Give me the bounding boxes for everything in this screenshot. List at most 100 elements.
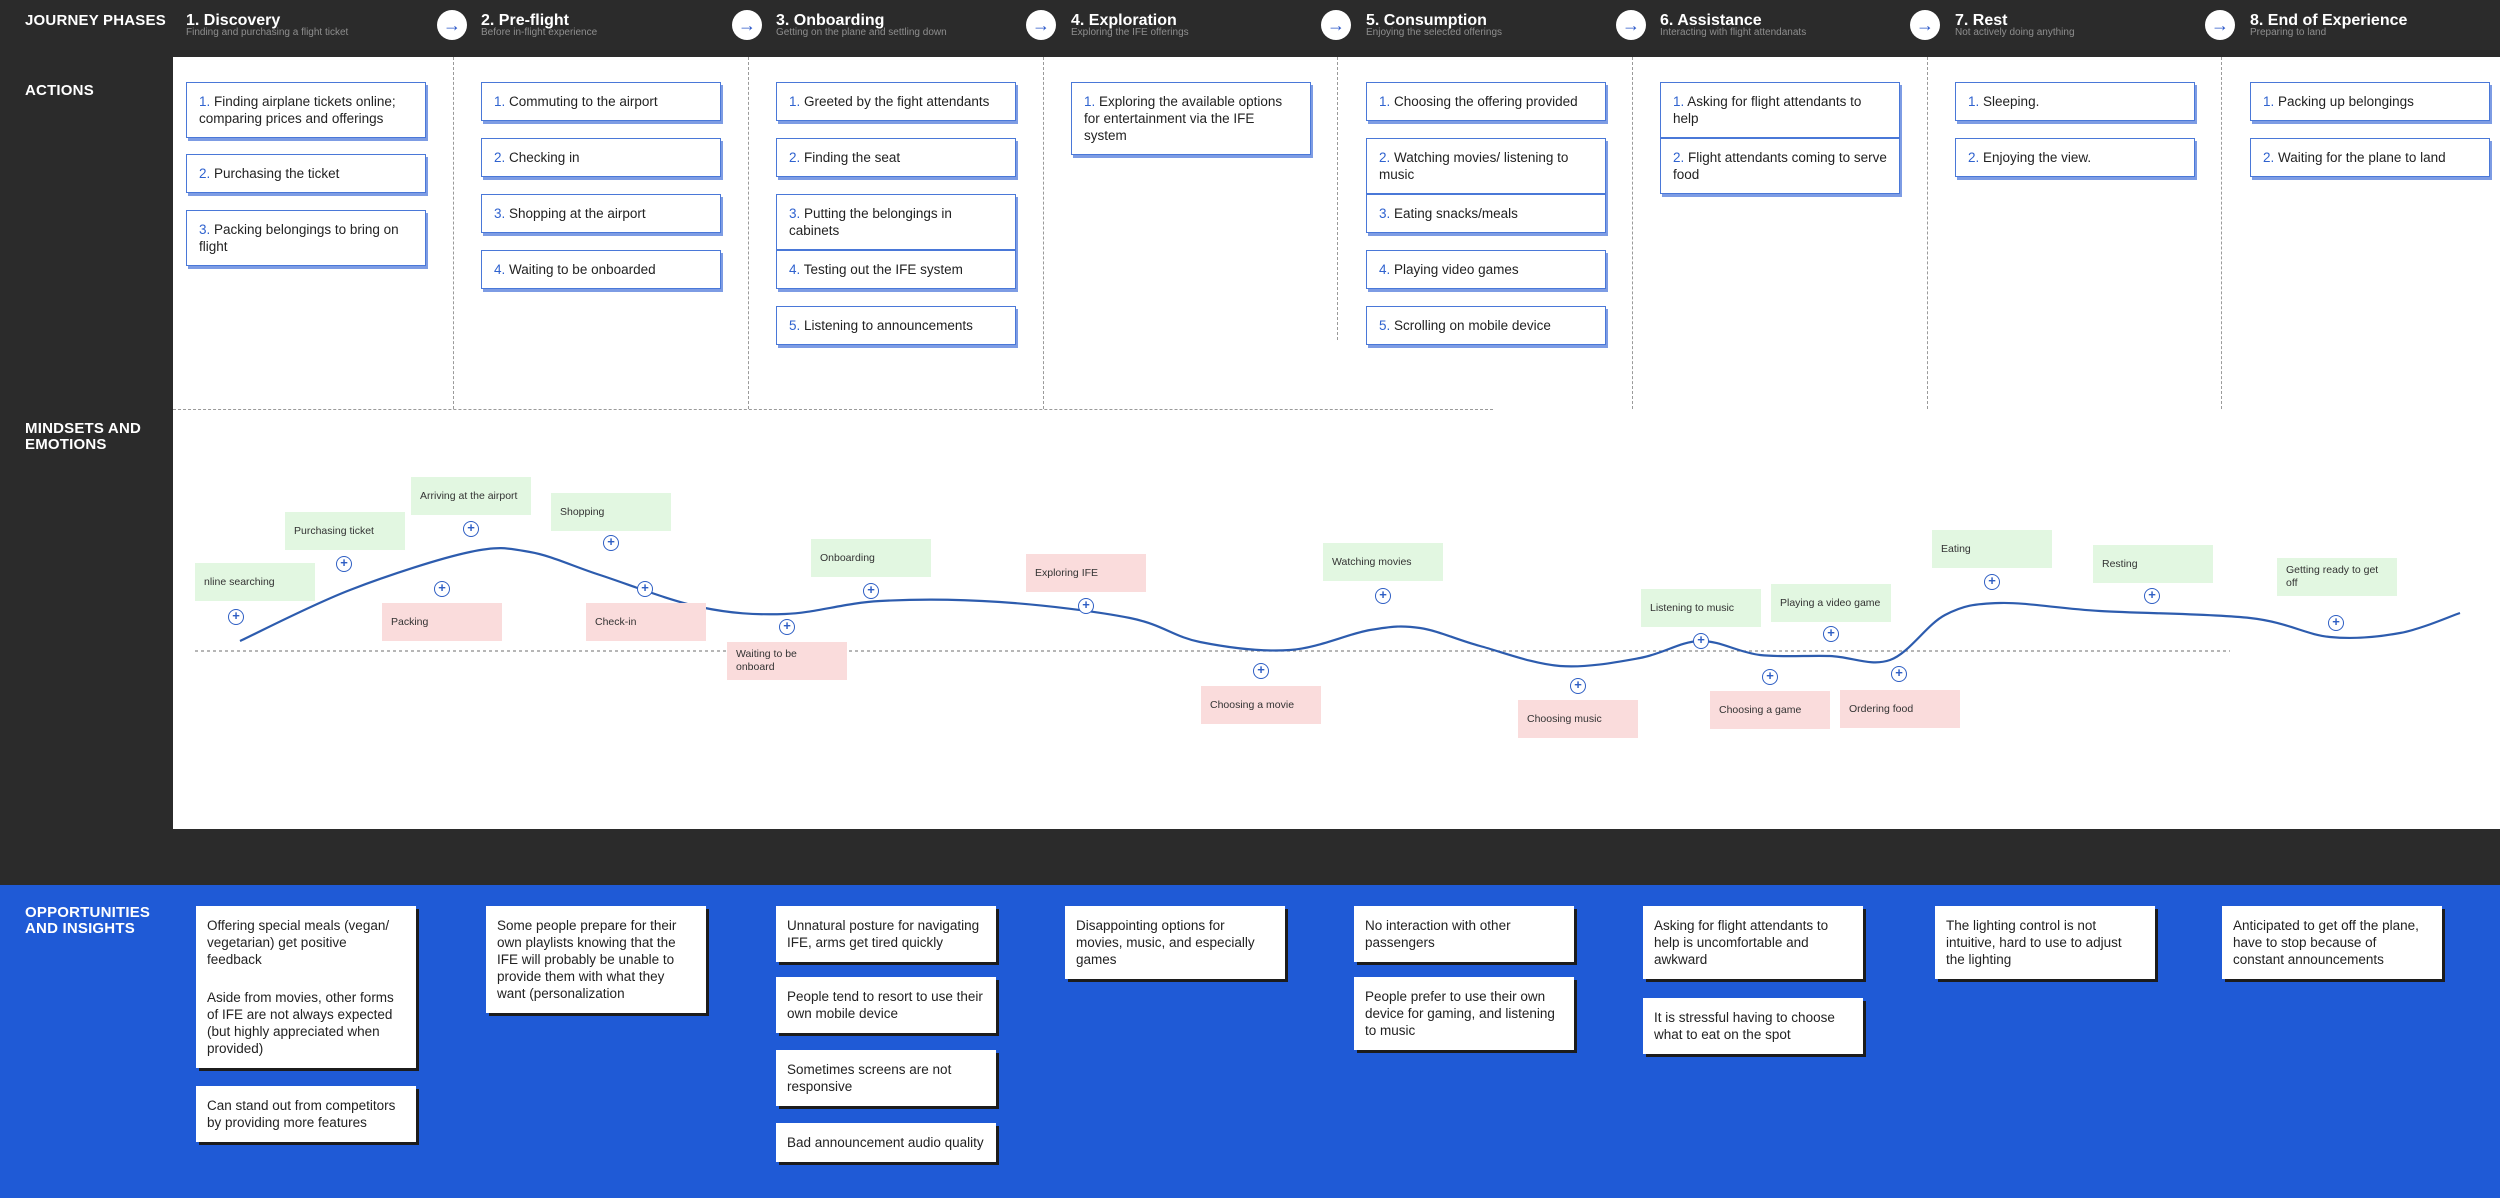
plus-circle-icon[interactable]: + xyxy=(603,535,619,551)
plus-circle-icon[interactable]: + xyxy=(1762,669,1778,685)
action-card: 1. Greeted by the fight attendants xyxy=(776,82,1016,121)
plus-circle-icon[interactable]: + xyxy=(779,619,795,635)
action-card: 2. Waiting for the plane to land xyxy=(2250,138,2490,177)
action-number: 1. xyxy=(199,94,211,109)
insight-card: Some people prepare for their own playli… xyxy=(486,906,706,1013)
action-text: Exploring the available options for ente… xyxy=(1084,94,1283,143)
emotion-note-positive: Listening to music xyxy=(1641,589,1761,627)
plus-circle-icon[interactable]: + xyxy=(336,556,352,572)
action-number: 3. xyxy=(789,206,801,221)
action-text: Putting the belongings in cabinets xyxy=(789,206,952,238)
plus-circle-icon[interactable]: + xyxy=(1078,598,1094,614)
emotion-note-positive: Onboarding xyxy=(811,539,931,577)
phase-subtitle: Not actively doing anything xyxy=(1955,27,2075,38)
arrow-right-icon: → xyxy=(1910,10,1940,40)
plus-circle-icon[interactable]: + xyxy=(2144,588,2160,604)
action-card: 2. Watching movies/ listening to music xyxy=(1366,138,1606,194)
plus-circle-icon[interactable]: + xyxy=(1375,588,1391,604)
insight-card: Bad announcement audio quality xyxy=(776,1123,996,1162)
emotion-note-negative: Ordering food xyxy=(1840,690,1960,728)
emotion-note-positive: Resting xyxy=(2093,545,2213,583)
arrow-right-icon: → xyxy=(1321,10,1351,40)
phase-subtitle: Finding and purchasing a flight ticket xyxy=(186,27,349,38)
plus-circle-icon[interactable]: + xyxy=(463,521,479,537)
phase-title: 3. Onboarding xyxy=(776,12,885,29)
emotion-curve xyxy=(239,547,2461,668)
phase-subtitle: Getting on the plane and settling down xyxy=(776,27,947,38)
action-number: 1. xyxy=(1968,94,1980,109)
action-number: 2. xyxy=(1968,150,1980,165)
row-label-mindsets-emotions: MINDSETS AND EMOTIONS xyxy=(25,420,142,453)
emotion-note-positive: Purchasing ticket xyxy=(285,512,405,550)
actions-emotions-divider xyxy=(173,409,1493,410)
insight-card: People tend to resort to use their own m… xyxy=(776,977,996,1033)
action-text: Packing up belongings xyxy=(2278,94,2414,109)
plus-circle-icon[interactable]: + xyxy=(637,581,653,597)
action-number: 1. xyxy=(1084,94,1096,109)
insight-card: Can stand out from competitors by provid… xyxy=(196,1086,416,1142)
plus-circle-icon[interactable]: + xyxy=(1891,666,1907,682)
emotion-note-negative: Choosing a game xyxy=(1710,691,1830,729)
action-card: 5. Listening to announcements xyxy=(776,306,1016,345)
plus-circle-icon[interactable]: + xyxy=(1693,633,1709,649)
emotion-note-negative: Exploring IFE xyxy=(1026,554,1146,592)
action-text: Listening to announcements xyxy=(804,318,973,333)
plus-circle-icon[interactable]: + xyxy=(863,583,879,599)
insight-card: Sometimes screens are not responsive xyxy=(776,1050,996,1106)
phase-divider xyxy=(1632,57,1633,409)
insight-card: Aside from movies, other forms of IFE ar… xyxy=(196,978,416,1068)
action-text: Purchasing the ticket xyxy=(214,166,340,181)
phase-subtitle: Preparing to land xyxy=(2250,27,2327,38)
phase-title: 7. Rest xyxy=(1955,12,2008,29)
emotion-note-negative: Check-in xyxy=(586,603,706,641)
insight-card: Disappointing options for movies, music,… xyxy=(1065,906,1285,979)
action-text: Choosing the offering provided xyxy=(1394,94,1578,109)
plus-circle-icon[interactable]: + xyxy=(2328,615,2344,631)
phase-subtitle: Exploring the IFE offerings xyxy=(1071,27,1189,38)
action-text: Playing video games xyxy=(1394,262,1519,277)
arrow-right-icon: → xyxy=(437,10,467,40)
phase-divider xyxy=(1337,57,1338,340)
insight-card: Unnatural posture for navigating IFE, ar… xyxy=(776,906,996,962)
arrow-right-icon: → xyxy=(732,10,762,40)
phase-title: 5. Consumption xyxy=(1366,12,1487,29)
plus-circle-icon[interactable]: + xyxy=(434,581,450,597)
action-number: 1. xyxy=(1673,94,1685,109)
action-number: 2. xyxy=(1379,150,1391,165)
arrow-right-icon: → xyxy=(1026,10,1056,40)
insight-card: No interaction with other passengers xyxy=(1354,906,1574,962)
phase-subtitle: Before in-flight experience xyxy=(481,27,598,38)
phase-divider xyxy=(1927,57,1928,409)
action-card: 1. Choosing the offering provided xyxy=(1366,82,1606,121)
emotion-note-positive: nline searching xyxy=(195,563,315,601)
action-card: 2. Finding the seat xyxy=(776,138,1016,177)
plus-circle-icon[interactable]: + xyxy=(1823,626,1839,642)
phase-divider xyxy=(2221,57,2222,409)
phase-subtitle: Enjoying the selected offerings xyxy=(1366,27,1503,38)
action-number: 4. xyxy=(494,262,506,277)
action-text: Waiting to be onboarded xyxy=(509,262,656,277)
action-text: Watching movies/ listening to music xyxy=(1379,150,1569,182)
action-text: Flight attendants coming to serve food xyxy=(1673,150,1887,182)
action-card: 4. Testing out the IFE system xyxy=(776,250,1016,289)
phase-title: 4. Exploration xyxy=(1071,12,1177,29)
action-card: 5. Scrolling on mobile device xyxy=(1366,306,1606,345)
action-text: Packing belongings to bring on flight xyxy=(199,222,399,254)
action-card: 3. Eating snacks/meals xyxy=(1366,194,1606,233)
emotion-note-positive: Getting ready to get off xyxy=(2277,558,2397,596)
action-number: 4. xyxy=(1379,262,1391,277)
plus-circle-icon[interactable]: + xyxy=(1253,663,1269,679)
phase-subtitle: Interacting with flight attendanats xyxy=(1660,27,1807,38)
plus-circle-icon[interactable]: + xyxy=(1984,574,2000,590)
plus-circle-icon[interactable]: + xyxy=(1570,678,1586,694)
arrow-right-icon: → xyxy=(2205,10,2235,40)
action-card: 1. Exploring the available options for e… xyxy=(1071,82,1311,155)
plus-circle-icon[interactable]: + xyxy=(228,609,244,625)
action-text: Checking in xyxy=(509,150,580,165)
emotion-note-positive: Arriving at the airport xyxy=(411,477,531,515)
phase-divider xyxy=(453,57,454,409)
emotion-note-negative: Waiting to be onboard xyxy=(727,642,847,680)
action-text: Testing out the IFE system xyxy=(803,262,963,277)
